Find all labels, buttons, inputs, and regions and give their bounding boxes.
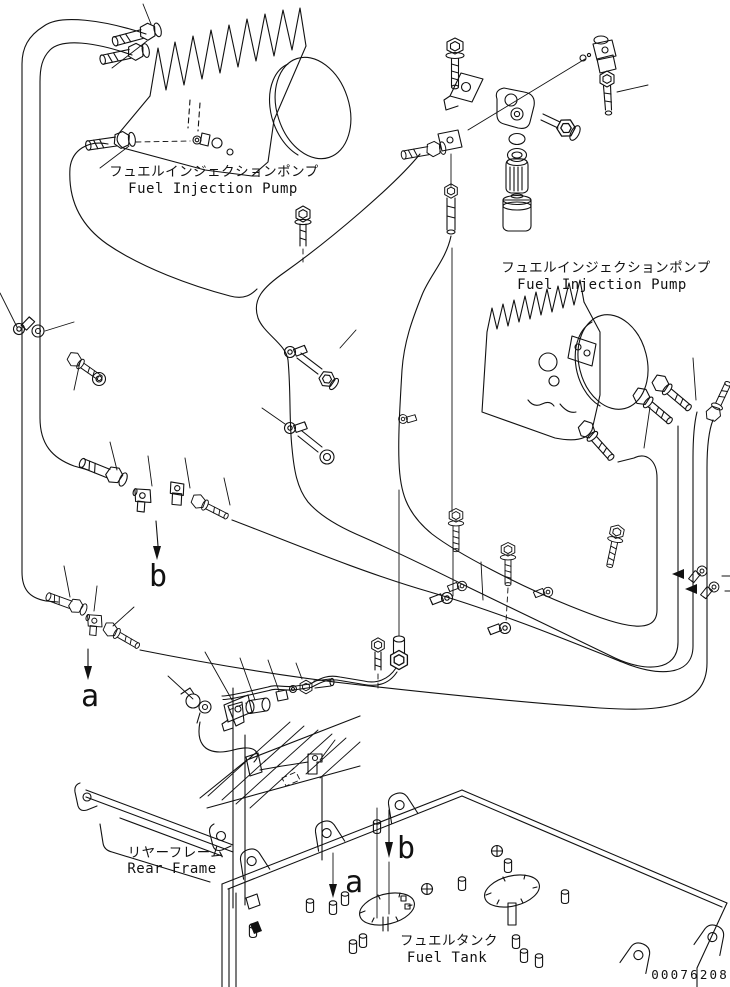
- tee-fitting-filter: [399, 129, 463, 235]
- label-pump-right-en: Fuel Injection Pump: [517, 277, 687, 293]
- label-fuel-tank-jp: フュエルタンク: [400, 933, 498, 949]
- fitting-cluster-upper: [76, 453, 232, 524]
- hose-fitting-left-3: [83, 129, 211, 154]
- tank-flange-right: [484, 874, 540, 926]
- fuel-tube-assembly: [180, 635, 409, 777]
- fitting-cluster-lower: [43, 588, 144, 653]
- fuel-tank: [221, 788, 730, 987]
- clamp-and-bolt-left: [31, 324, 107, 387]
- view-marker-b-tank: b: [397, 831, 415, 866]
- fuel-injection-pump-right: [481, 279, 649, 441]
- hose-fitting-left-2: [97, 40, 152, 69]
- hose-fitting-left-1: [109, 19, 164, 50]
- part-number: 00076208: [651, 967, 729, 982]
- view-marker-b-mid: b: [149, 559, 167, 594]
- view-marker-arrows: [84, 520, 393, 916]
- rear-frame: [74, 687, 361, 909]
- label-rear-frame-jp: リヤーフレーム: [128, 845, 225, 861]
- fuel-supply-hose-2: [139, 378, 730, 710]
- fuel-hose-left-a: [21, 19, 147, 603]
- fuel-hose-left-c: [69, 142, 258, 298]
- fuel-hose-left-b: [39, 42, 133, 471]
- label-pump-right-jp: フュエルインジェクションポンプ: [501, 260, 711, 276]
- label-rear-frame-en: Rear Frame: [127, 861, 216, 877]
- label-fuel-tank-en: Fuel Tank: [407, 950, 487, 966]
- fuel-return-hose: [255, 153, 679, 668]
- fuel-filter-assembly: [443, 37, 592, 232]
- elbow-fitting-top-right: [592, 35, 617, 74]
- hose-clamp-left-edge: [10, 315, 38, 337]
- callout-leader-lines: [0, 3, 697, 919]
- view-marker-a-mid: a: [81, 679, 99, 714]
- bolt-clamp-return-hose: [283, 205, 340, 391]
- fuel-supply-hose-1: [231, 411, 698, 673]
- bolt-top-right: [599, 70, 615, 116]
- view-marker-a-tank: a: [345, 865, 363, 900]
- label-pump-left-en: Fuel Injection Pump: [128, 181, 298, 197]
- label-pump-left-jp: フュエルインジェクションポンプ: [109, 164, 319, 180]
- tank-flange-left: [359, 892, 415, 932]
- hose-run-clamps: [428, 508, 627, 639]
- fuel-injection-pump-left: [116, 7, 352, 177]
- fuel-hose-middle: [397, 235, 658, 627]
- clamps-right-edge: [672, 564, 730, 601]
